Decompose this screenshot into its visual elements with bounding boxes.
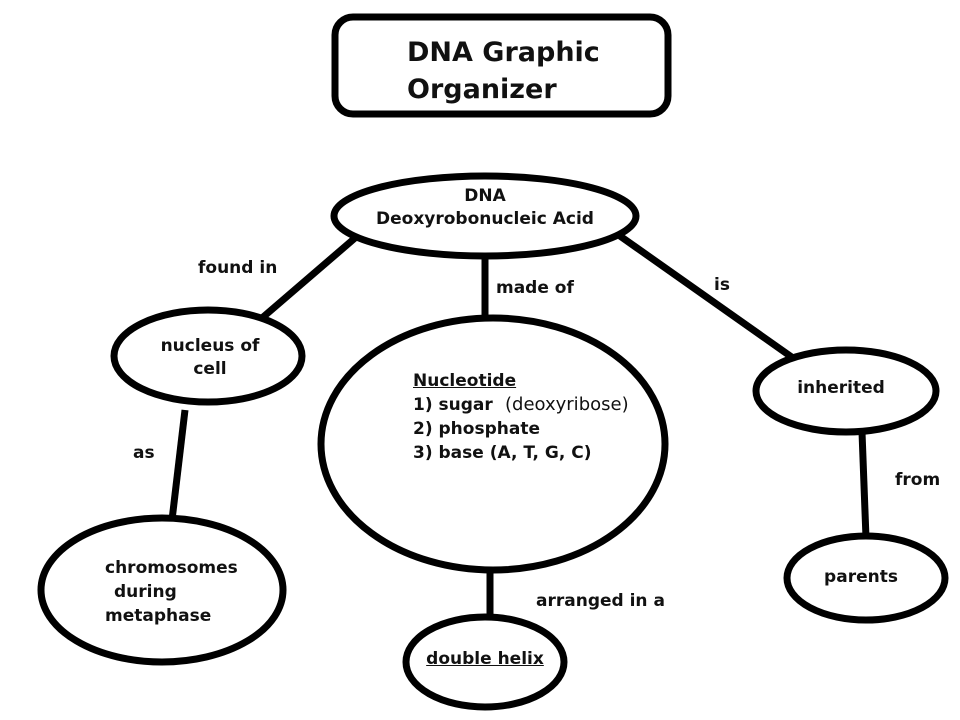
link-label-as: as <box>133 443 155 463</box>
nucleotide-node <box>317 314 669 574</box>
link-label-from: from <box>895 470 941 490</box>
dna-node-label-1: DNA <box>464 186 506 206</box>
nucleotide-item-base: 3) base (A, T, G, C) <box>413 443 592 463</box>
chromosomes-node-label-1: chromosomes <box>105 558 238 578</box>
link-label-found-in: found in <box>198 258 278 278</box>
title-line-2: Organizer <box>407 74 557 105</box>
inherited-node-label: inherited <box>797 378 885 398</box>
double-helix-node <box>402 613 568 711</box>
link-label-made-of: made of <box>496 278 574 298</box>
title-box <box>331 13 672 118</box>
link-found-in <box>259 235 358 321</box>
inherited-node <box>752 346 940 436</box>
link-is <box>617 233 796 361</box>
chromosomes-node-label-2: during <box>114 582 177 602</box>
link-from <box>858 431 870 539</box>
nucleus-node-label-2: cell <box>193 359 227 379</box>
dna-node <box>330 172 640 260</box>
nucleotide-heading: Nucleotide <box>413 371 517 391</box>
chromosomes-node-label-3: metaphase <box>105 606 212 626</box>
link-as <box>168 409 189 521</box>
nucleus-node-label-1: nucleus of <box>160 336 260 356</box>
chromosomes-node <box>37 514 287 666</box>
nucleotide-item-phosphate: 2) phosphate <box>413 419 540 439</box>
parents-node <box>783 532 949 624</box>
link-label-arranged-in-a: arranged in a <box>536 591 665 611</box>
nucleotide-item-sugar: 1) sugar <box>413 395 493 415</box>
dna-node-label-2: Deoxyrobonucleic Acid <box>376 209 594 229</box>
double-helix-node-label: double helix <box>426 649 544 669</box>
title-line-1: DNA Graphic <box>407 37 600 68</box>
parents-node-label: parents <box>824 567 898 587</box>
nucleotide-item-sugar-note: (deoxyribose) <box>505 394 629 415</box>
nucleus-node <box>110 306 306 406</box>
link-label-is: is <box>714 275 730 295</box>
